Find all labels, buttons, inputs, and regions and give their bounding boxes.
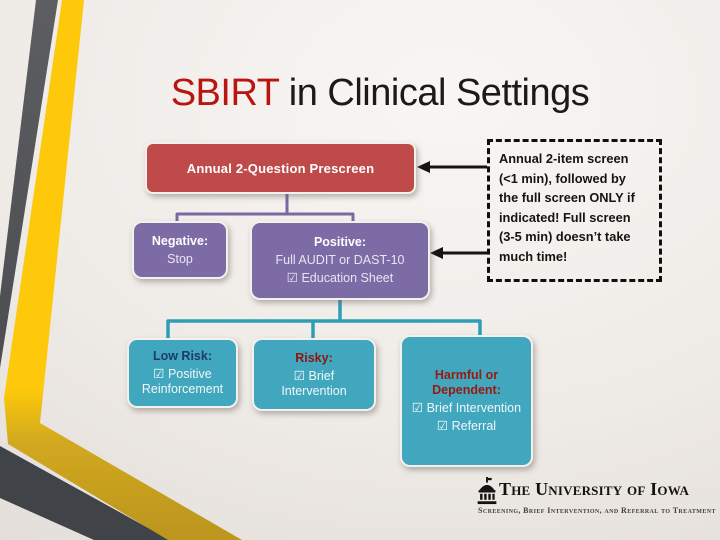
prescreen-label: Annual 2-Question Prescreen bbox=[186, 160, 375, 176]
positive-header: Positive: bbox=[313, 235, 367, 249]
university-building-icon bbox=[477, 477, 497, 510]
note-arrow-bottom bbox=[430, 247, 487, 259]
negative-box: Negative: Stop bbox=[132, 221, 228, 279]
purple-connectors bbox=[175, 194, 355, 222]
harmful-action-1: ☑ Brief Intervention bbox=[411, 401, 522, 415]
sbirt-tagline: Screening, Brief Intervention, and Refer… bbox=[478, 506, 716, 515]
risky-box: Risky: ☑ Brief Intervention bbox=[252, 338, 376, 411]
low-risk-box: Low Risk: ☑ Positive Reinforcement bbox=[127, 338, 238, 408]
positive-action-1: Full AUDIT or DAST-10 bbox=[275, 253, 405, 267]
risky-action: ☑ Brief Intervention bbox=[281, 368, 347, 398]
positive-box: Positive: Full AUDIT or DAST-10 ☑ Educat… bbox=[250, 221, 430, 300]
harmful-dependent-box: Harmful or Dependent: ☑ Brief Interventi… bbox=[400, 335, 533, 467]
harmful-action-2: ☑ Referral bbox=[436, 419, 497, 433]
title-rest: in Clinical Settings bbox=[278, 72, 590, 114]
title-accent: SBIRT bbox=[170, 72, 280, 114]
positive-action-2: ☑ Education Sheet bbox=[286, 271, 394, 285]
university-wordmark: The University of Iowa bbox=[499, 479, 690, 499]
gray-stripe-top bbox=[0, 0, 58, 368]
harmful-header: Harmful or Dependent: bbox=[432, 368, 501, 397]
slide-title: SBIRT in Clinical Settings bbox=[40, 72, 720, 115]
gray-stripe-bottom bbox=[0, 446, 170, 540]
annotation-note: Annual 2-item screen (<1 min), followed … bbox=[487, 139, 662, 282]
prescreen-box: Annual 2-Question Prescreen bbox=[145, 142, 416, 194]
low-risk-header: Low Risk: bbox=[152, 349, 213, 363]
note-arrow-top bbox=[417, 161, 487, 173]
risky-header: Risky: bbox=[295, 350, 333, 365]
low-risk-action: ☑ Positive Reinforcement bbox=[141, 367, 224, 396]
negative-action: Stop bbox=[167, 251, 193, 266]
teal-connectors bbox=[166, 300, 482, 338]
negative-header: Negative: bbox=[151, 233, 209, 248]
